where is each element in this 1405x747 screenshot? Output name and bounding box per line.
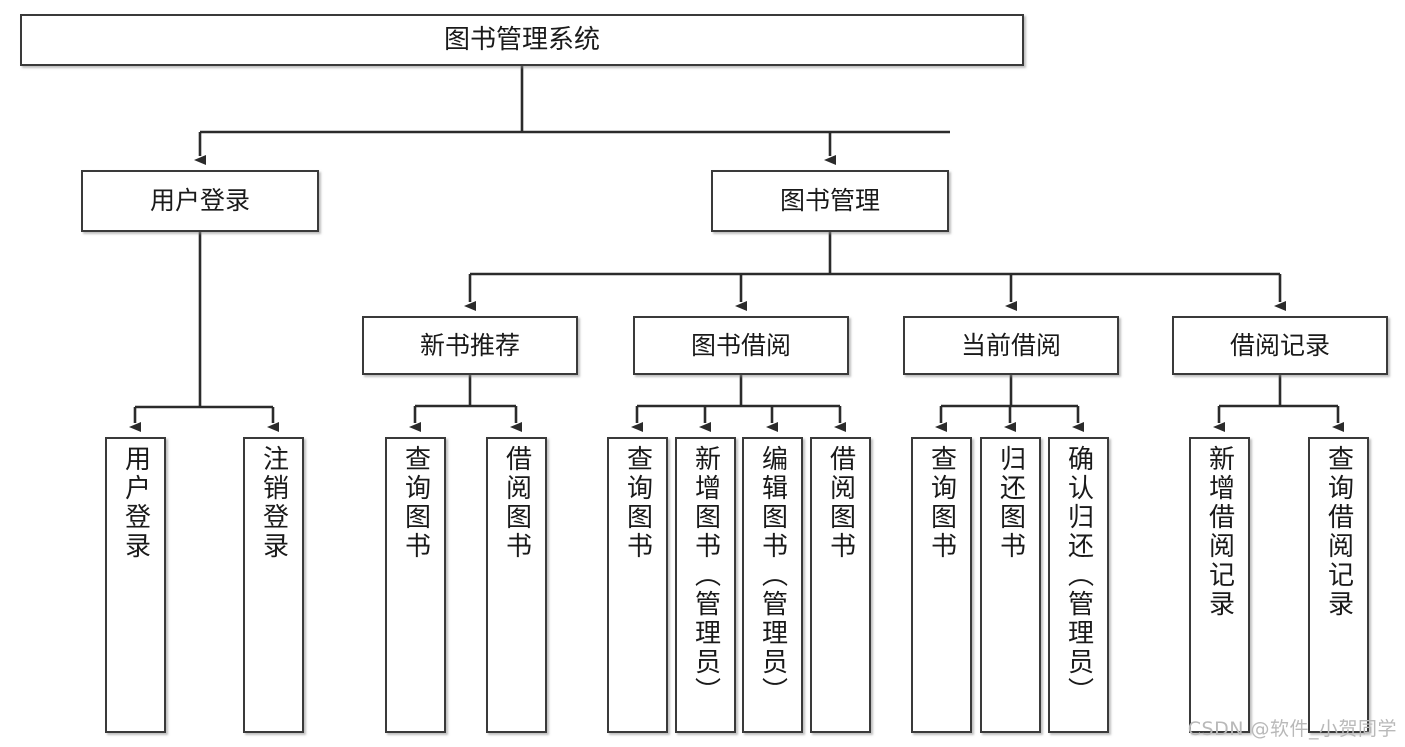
- node-leaf-query-record[interactable]: 查询借阅记录: [1308, 437, 1369, 733]
- node-book-borrow-label: 图书借阅: [690, 330, 791, 360]
- node-leaf-return-book[interactable]: 归还图书: [980, 437, 1041, 733]
- node-leaf-logout[interactable]: 注销登录: [243, 437, 304, 733]
- node-leaf-borrow-book-2-label: 借阅图书: [825, 445, 856, 561]
- node-borrow-record[interactable]: 借阅记录: [1172, 316, 1388, 375]
- node-user-login[interactable]: 用户登录: [81, 170, 319, 232]
- node-new-book-rec[interactable]: 新书推荐: [362, 316, 578, 375]
- node-leaf-query-book-2[interactable]: 查询图书: [607, 437, 668, 733]
- node-leaf-add-book[interactable]: 新增图书（管理员）: [675, 437, 736, 733]
- node-leaf-user-login[interactable]: 用户登录: [105, 437, 166, 733]
- node-leaf-borrow-book-1[interactable]: 借阅图书: [486, 437, 547, 733]
- node-leaf-add-record-label: 新增借阅记录: [1204, 445, 1235, 619]
- node-leaf-query-book-3-label: 查询图书: [926, 445, 957, 561]
- node-current-borrow-label: 当前借阅: [960, 330, 1061, 360]
- node-root-label: 图书管理系统: [443, 24, 600, 55]
- node-leaf-query-book-2-label: 查询图书: [622, 445, 653, 561]
- node-leaf-query-book-1-label: 查询图书: [400, 445, 431, 561]
- node-leaf-add-record[interactable]: 新增借阅记录: [1189, 437, 1250, 733]
- node-leaf-query-book-3[interactable]: 查询图书: [911, 437, 972, 733]
- node-leaf-logout-label: 注销登录: [258, 445, 289, 561]
- node-current-borrow[interactable]: 当前借阅: [903, 316, 1119, 375]
- node-leaf-borrow-book-1-label: 借阅图书: [501, 445, 532, 561]
- node-book-borrow[interactable]: 图书借阅: [633, 316, 849, 375]
- node-leaf-add-book-label: 新增图书（管理员）: [690, 445, 721, 706]
- node-new-book-rec-label: 新书推荐: [419, 330, 520, 360]
- node-leaf-user-login-label: 用户登录: [120, 445, 151, 561]
- node-leaf-edit-book[interactable]: 编辑图书（管理员）: [742, 437, 803, 733]
- node-leaf-edit-book-label: 编辑图书（管理员）: [757, 445, 788, 706]
- watermark: CSDN @软件_小贺同学: [1187, 718, 1397, 740]
- node-root[interactable]: 图书管理系统: [20, 14, 1024, 66]
- node-leaf-confirm-return[interactable]: 确认归还（管理员）: [1048, 437, 1109, 733]
- node-borrow-record-label: 借阅记录: [1229, 330, 1330, 360]
- node-book-mgmt-label: 图书管理: [779, 186, 880, 216]
- node-leaf-query-record-label: 查询借阅记录: [1323, 445, 1354, 619]
- node-leaf-query-book-1[interactable]: 查询图书: [385, 437, 446, 733]
- node-book-mgmt[interactable]: 图书管理: [711, 170, 949, 232]
- node-leaf-borrow-book-2[interactable]: 借阅图书: [810, 437, 871, 733]
- node-user-login-label: 用户登录: [149, 186, 250, 216]
- node-leaf-confirm-return-label: 确认归还（管理员）: [1063, 445, 1094, 706]
- node-leaf-return-book-label: 归还图书: [995, 445, 1026, 561]
